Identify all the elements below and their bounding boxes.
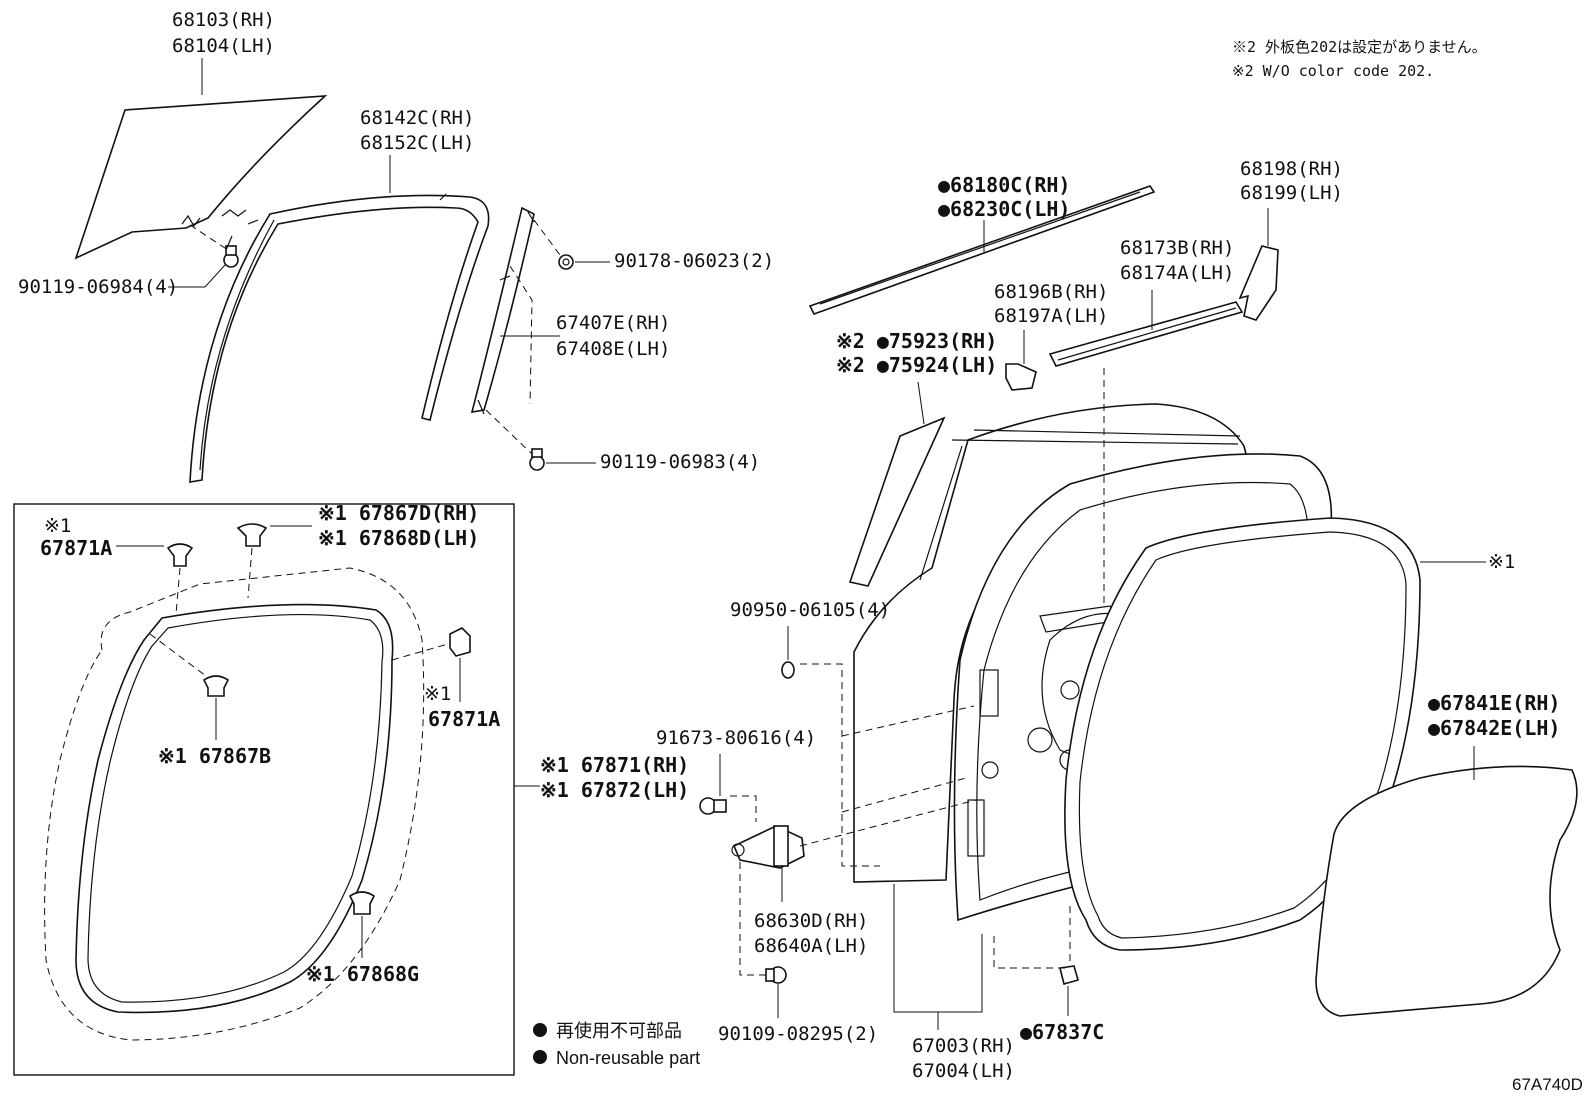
garnish <box>848 416 946 587</box>
label-clip-b: ※1 67867B <box>158 744 271 768</box>
label-clip-d-rh: ※1 67867D(RH) <box>318 501 479 525</box>
label-door-check-rh: 68630D(RH) <box>754 910 868 932</box>
frame-moulding <box>808 185 1156 315</box>
belt-moulding <box>1048 301 1244 367</box>
clip-67867d <box>236 523 268 547</box>
legend-jp: 再使用不可部品 <box>556 1021 682 1041</box>
dashed-glass-bolt <box>189 224 229 251</box>
label-glass-rh: 68103(RH) <box>172 9 275 31</box>
bolt-check-bottom <box>765 966 787 984</box>
label-belt-lh: 68174A(LH) <box>1120 262 1234 284</box>
nut-run <box>558 254 574 270</box>
leader-garnish <box>917 381 925 425</box>
label-garnish-lh: ※2 ●75924(LH) <box>836 353 997 377</box>
label-door-ws: ※1 <box>1488 551 1515 573</box>
clip-67867b <box>202 675 230 697</box>
dashed-plug <box>800 663 975 867</box>
legend-en: Non-reusable part <box>556 1048 700 1068</box>
dashed-bar-bolt <box>485 409 533 455</box>
note-jp: ※2 外板色202は設定がありません。 <box>1232 38 1487 56</box>
label-clip-d-lh: ※1 67868D(LH) <box>318 526 479 550</box>
label-bracket-rh: 68196B(RH) <box>994 281 1108 303</box>
inset-weatherstrip <box>75 603 394 1014</box>
clip-67871a-side <box>449 627 471 657</box>
label-inset-ws-rh: ※1 67871(RH) <box>540 753 689 777</box>
inset-dashed-outline <box>44 567 425 1041</box>
dashed-nut <box>533 219 561 256</box>
clip-67868g <box>348 891 376 915</box>
label-service-hole-rh: ●67841E(RH) <box>1428 691 1560 715</box>
plug <box>781 661 795 679</box>
label-moulding-rh: ●68180C(RH) <box>938 173 1070 197</box>
dashed-check <box>799 799 977 847</box>
legend-bullet-jp <box>533 1023 547 1037</box>
label-garnish-rh: ※2 ●75923(RH) <box>836 329 997 353</box>
inset-frame <box>13 503 515 1076</box>
dashed-check-bottom <box>739 862 766 976</box>
label-cushion: ●67837C <box>1020 1020 1104 1044</box>
label-moulding-lh: ●68230C(LH) <box>938 197 1070 221</box>
label-belt-rh: 68173B(RH) <box>1120 237 1234 259</box>
label-nut: 90178-06023(2) <box>614 250 774 272</box>
dashed-bar-group <box>509 265 533 405</box>
service-hole-cover <box>1315 765 1578 1017</box>
label-run-channel-lh: 68152C(LH) <box>360 132 474 154</box>
bolt-bar <box>529 448 545 471</box>
bracket <box>1005 363 1037 391</box>
note-en: ※2 W/O color code 202. <box>1232 62 1434 80</box>
label-division-bar-rh: 67407E(RH) <box>556 312 670 334</box>
door-glass <box>74 95 328 260</box>
label-bracket-lh: 68197A(LH) <box>994 305 1108 327</box>
label-door-panel-rh: 67003(RH) <box>912 1035 1015 1057</box>
leader-bolt-glass <box>168 264 226 288</box>
bolt-glass <box>223 245 239 268</box>
label-bolt-glass: 90119-06984(4) <box>18 276 178 298</box>
clip-67871a-top <box>166 543 194 567</box>
label-clip-a-side-1: ※1 <box>424 683 451 705</box>
label-run-channel-rh: 68142C(RH) <box>360 107 474 129</box>
dashed-check-top <box>730 795 757 822</box>
dashed-clip-d <box>247 547 253 599</box>
label-bolt-bar: 90119-06983(4) <box>600 451 760 473</box>
label-clip-a-top-1: ※1 <box>44 515 71 537</box>
figure-code: 67A740D <box>1512 1075 1583 1094</box>
dashed-clip-a-side <box>391 643 449 661</box>
stopper <box>1238 245 1279 321</box>
label-inset-ws-lh: ※1 67872(LH) <box>540 778 689 802</box>
label-door-panel-lh: 67004(LH) <box>912 1060 1015 1082</box>
glass-run-channel <box>189 193 490 483</box>
label-stopper-lh: 68199(LH) <box>1240 182 1343 204</box>
label-clip-a-side-2: 67871A <box>428 707 500 731</box>
label-service-hole-lh: ●67842E(LH) <box>1428 716 1560 740</box>
legend-bullet-en <box>533 1050 547 1064</box>
label-door-check-lh: 68640A(LH) <box>754 935 868 957</box>
door-weatherstrip <box>1064 517 1421 951</box>
cushion <box>1059 965 1079 985</box>
door-check <box>731 825 805 869</box>
label-clip-a-top-2: 67871A <box>40 536 112 560</box>
label-bolt-check: 90109-08295(2) <box>718 1023 878 1045</box>
label-plug: 90950-06105(4) <box>730 599 890 621</box>
label-check-bolt: 91673-80616(4) <box>656 727 816 749</box>
label-division-bar-lh: 67408E(LH) <box>556 338 670 360</box>
dashed-cushion <box>993 906 1071 969</box>
label-glass-lh: 68104(LH) <box>172 35 275 57</box>
label-clip-g: ※1 67868G <box>306 962 419 986</box>
division-bar <box>470 206 535 415</box>
dashed-clip-a-top <box>175 567 181 615</box>
bolt-check-top <box>699 797 727 815</box>
label-stopper-rh: 68198(RH) <box>1240 158 1343 180</box>
